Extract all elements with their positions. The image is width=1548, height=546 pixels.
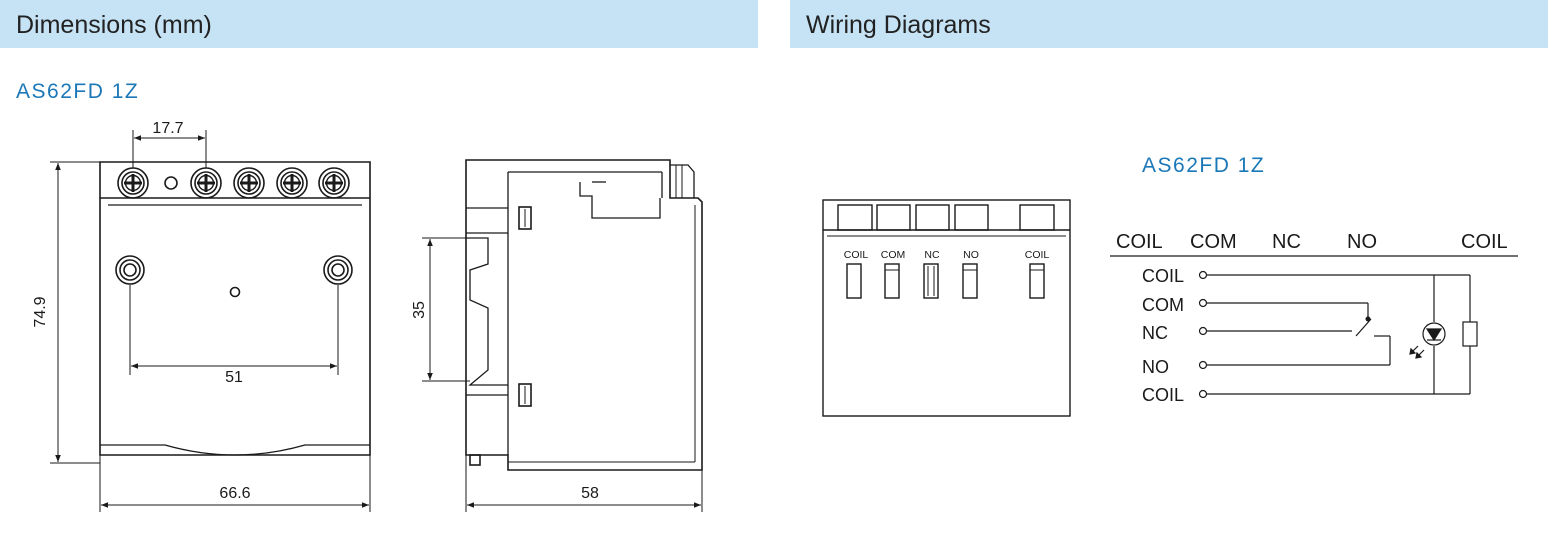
wiring-model-label: AS62FD 1Z (1142, 154, 1266, 177)
row-label: COM (1142, 295, 1184, 315)
terminal-label: NO (963, 249, 979, 261)
header-label: NC (1272, 231, 1301, 253)
dimensions-header-bar: Dimensions (mm) (0, 0, 758, 48)
side-body-outline (465, 159, 703, 471)
front-body-outline (99, 161, 371, 456)
front-bottom-latch (100, 444, 370, 456)
schematic-header-labels: COIL COM NC NO COIL (1116, 231, 1508, 253)
wiring-header-title: Wiring Diagrams (806, 11, 991, 39)
terminal-screw-icon (232, 166, 266, 200)
schematic-row-labels: COIL COM NC NO COIL (1142, 266, 1184, 405)
dim-top-pitch-label: 17.7 (152, 120, 183, 137)
header-label: NO (1347, 231, 1377, 253)
header-label: COM (1190, 231, 1237, 253)
row-label: NO (1142, 357, 1169, 377)
dimensions-header-title: Dimensions (mm) (16, 11, 212, 39)
terminal-screw-icon (116, 166, 150, 200)
row-label: COIL (1142, 385, 1184, 405)
terminal-screw-icon (317, 166, 351, 200)
front-view (50, 130, 371, 512)
header-label: COIL (1116, 231, 1163, 253)
dim-depth-label: 58 (581, 485, 599, 502)
dim-height-label: 74.9 (32, 296, 49, 327)
dim-rail-width-label: 35 (411, 301, 428, 319)
front-center-hole-icon (229, 286, 241, 298)
wiring-header-bar: Wiring Diagrams (790, 0, 1548, 48)
mounting-hole-left-icon (115, 255, 145, 285)
dimensions-model-label: AS62FD 1Z (16, 80, 140, 103)
terminal-screw-icon (275, 166, 309, 200)
mounting-hole-right-icon (323, 255, 353, 285)
dim-width-label: 66.6 (219, 485, 250, 502)
row-label: COIL (1142, 266, 1184, 286)
terminal-labels: COIL COM NC NO COIL (844, 249, 1050, 261)
terminal-label: COIL (1025, 249, 1050, 261)
schematic-wires (1198, 270, 1478, 399)
dim-mount-pitch-label: 51 (225, 369, 243, 386)
front-small-hole-icon (164, 176, 178, 190)
terminal-screw-icon (189, 166, 223, 200)
side-view (422, 159, 703, 512)
terminal-block-view (822, 199, 1071, 417)
switch-pivot-icon (1365, 316, 1371, 322)
terminal-label: NC (924, 249, 940, 261)
header-label: COIL (1461, 231, 1508, 253)
row-label: NC (1142, 323, 1168, 343)
terminal-label: COM (881, 249, 906, 261)
terminal-label: COIL (844, 249, 869, 261)
led-indicator-icon (1422, 322, 1446, 346)
